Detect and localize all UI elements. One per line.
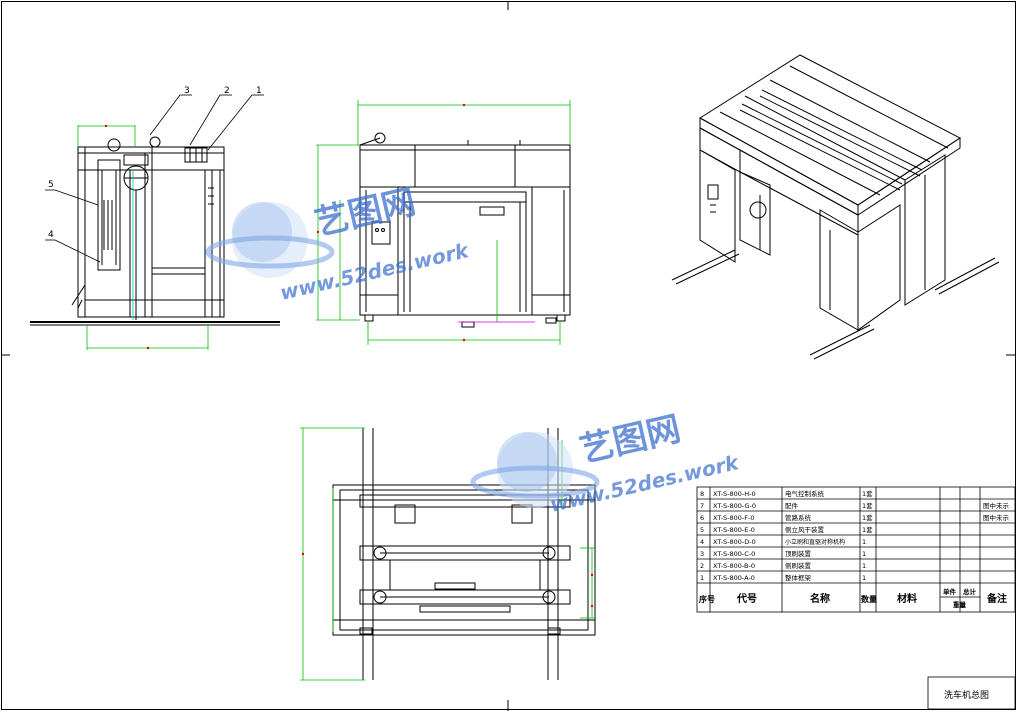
balloon-label-1: 1	[256, 86, 262, 96]
row-qty: 1	[862, 550, 866, 558]
row-qty: 1套	[862, 489, 873, 498]
part-balloons	[45, 94, 264, 263]
row-name: 侧刷装置	[785, 561, 812, 570]
side-view	[30, 136, 280, 326]
row-code: XT-S-800-H-0	[713, 490, 756, 498]
header-code: 代号	[736, 592, 757, 605]
row-code: XT-S-800-B-0	[713, 562, 755, 570]
header-material: 材料	[897, 592, 917, 605]
row-seq: 5	[700, 526, 704, 534]
row-qty: 1套	[862, 501, 873, 510]
drawing-title: 洗车机总图	[944, 689, 989, 701]
row-qty: 1	[862, 574, 866, 582]
row-seq: 1	[700, 574, 704, 582]
balloon-label-3: 3	[184, 86, 190, 96]
row-qty: 1套	[862, 525, 873, 534]
header-qty: 数量	[861, 594, 877, 604]
row-remark: 图中未示	[983, 513, 1010, 522]
row-qty: 1套	[862, 513, 873, 522]
watermark-brand-2: 艺图网	[576, 409, 684, 471]
row-name: 配件	[785, 501, 799, 510]
row-code: XT-S-800-F-0	[713, 514, 755, 522]
row-qty: 1	[862, 538, 866, 546]
front-view-dimensions	[316, 100, 571, 345]
header-remark: 备注	[986, 592, 1007, 605]
header-total-weight: 总计	[963, 587, 977, 596]
row-qty: 1	[862, 562, 866, 570]
row-code: XT-S-800-D-0	[713, 538, 756, 546]
parts-table-header: 序号 代号 名称 数量 材料 单件 总计 重量 备注	[699, 587, 1007, 609]
row-code: XT-S-800-E-0	[713, 526, 755, 534]
row-name: 管路系统	[785, 513, 812, 522]
watermark-brand-1: 艺图网	[311, 182, 419, 244]
row-name: 顶刷装置	[785, 549, 812, 558]
header-name: 名称	[810, 592, 830, 605]
row-seq: 6	[700, 514, 704, 522]
isometric-view	[671, 54, 1000, 360]
row-name: 侧立风干装置	[785, 525, 825, 534]
row-seq: 4	[700, 538, 704, 546]
parts-table-rows: 8 XT-S-800-H-0 电气控制系统 1套 7 XT-S-800-G-0 …	[700, 489, 1010, 582]
header-weight: 重量	[953, 600, 967, 609]
watermark-logo-1	[205, 202, 335, 278]
row-name: 整体框架	[785, 573, 812, 582]
front-view	[359, 132, 571, 328]
row-seq: 7	[700, 502, 704, 510]
side-view-dimensions	[77, 124, 209, 350]
row-name: 电气控制系统	[785, 489, 825, 498]
row-seq: 8	[700, 490, 704, 498]
row-code: XT-S-800-G-0	[713, 502, 756, 510]
row-name: 小立刷和直驱对称机构	[785, 538, 845, 546]
row-seq: 3	[700, 550, 704, 558]
row-remark: 图中未示	[983, 501, 1010, 510]
header-seq: 序号	[699, 594, 715, 604]
header-unit-weight: 单件	[943, 587, 957, 596]
title-block	[927, 676, 1016, 710]
balloon-label-4: 4	[48, 230, 54, 240]
balloon-label-5: 5	[48, 180, 54, 190]
watermark-logo-2	[470, 432, 600, 508]
parts-table	[696, 486, 1016, 613]
row-seq: 2	[700, 562, 704, 570]
balloon-label-2: 2	[224, 86, 230, 96]
row-code: XT-S-800-A-0	[713, 574, 755, 582]
row-code: XT-S-800-C-0	[713, 550, 755, 558]
